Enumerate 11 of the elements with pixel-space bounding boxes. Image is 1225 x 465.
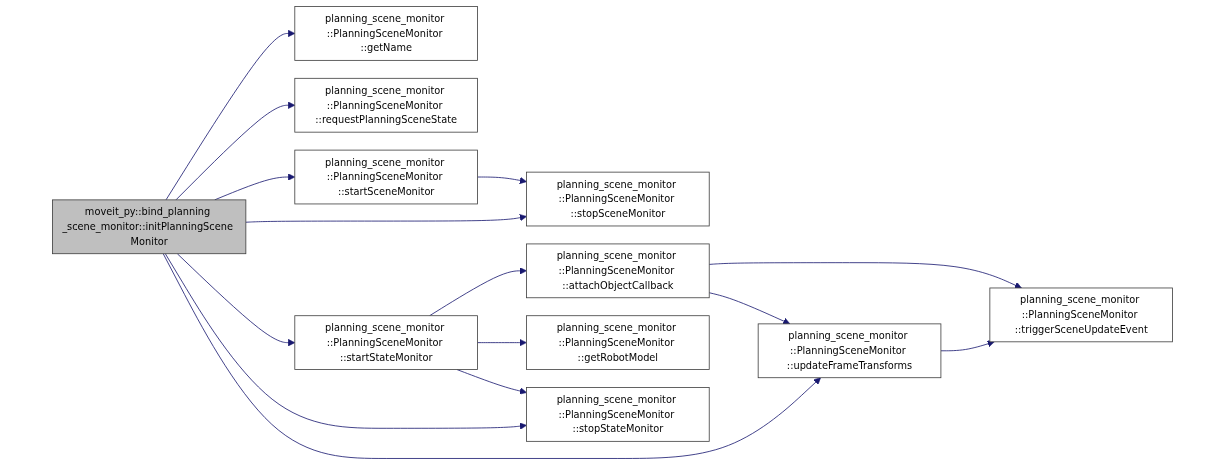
node-box: planning_scene_monitor ::PlanningSceneMonitor ::stopStateMonitor [526,387,710,442]
node-box: planning_scene_monitor ::PlanningSceneMonitor ::requestPlanningSceneState [294,77,478,133]
node-box: moveit_py::bind_planning _scene_monitor::initPlanningScene Monitor [52,199,247,255]
node-box: planning_scene_monitor ::PlanningSceneMonitor ::startStateMonitor [294,315,478,370]
node-box: planning_scene_monitor ::PlanningSceneMonitor ::triggerSceneUpdateEvent [989,287,1173,343]
node-box: planning_scene_monitor ::PlanningSceneMonitor ::attachObjectCallback [526,243,710,299]
node-box: planning_scene_monitor ::PlanningSceneMonitor ::getName [294,6,478,61]
node-box: planning_scene_monitor ::PlanningSceneMonitor ::stopSceneMonitor [526,171,710,227]
node-box: planning_scene_monitor ::PlanningSceneMonitor ::updateFrameTransforms [757,323,942,379]
node-box: planning_scene_monitor ::PlanningSceneMonitor ::getRobotModel [526,315,710,370]
node-box: planning_scene_monitor ::PlanningSceneMonitor ::startSceneMonitor [294,149,478,205]
